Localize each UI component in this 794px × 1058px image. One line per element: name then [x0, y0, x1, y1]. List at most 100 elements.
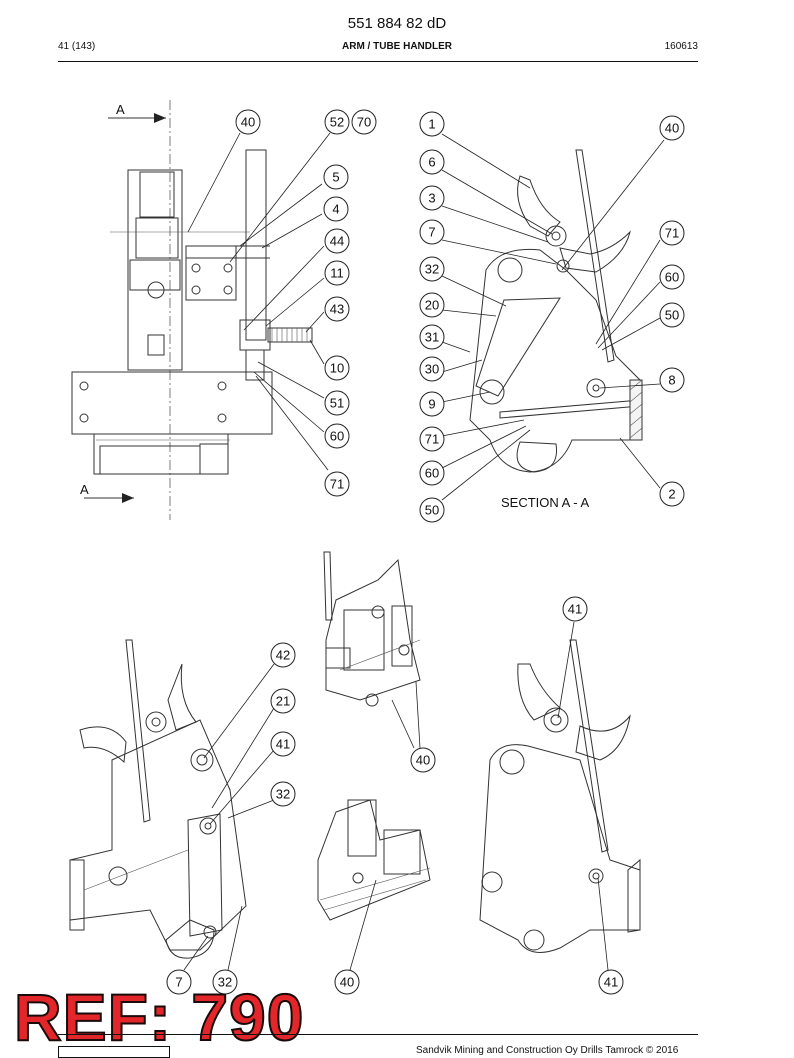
svg-text:41: 41 [568, 602, 582, 617]
callout-bubble: 71 [324, 471, 350, 497]
svg-text:32: 32 [276, 787, 290, 802]
callout-bubble: 41 [598, 969, 624, 995]
callout-bubble: 52 [324, 109, 350, 135]
callout-bubble: 60 [659, 264, 685, 290]
callout-bubble: 4 [323, 196, 349, 222]
callout-bubble: 31 [419, 324, 445, 350]
svg-text:7: 7 [175, 975, 182, 990]
brand-logo-box [58, 1046, 170, 1058]
left-isometric-view [69, 639, 247, 959]
svg-text:10: 10 [330, 361, 344, 376]
callout-bubble: 71 [419, 426, 445, 452]
callout-bubble: 3 [419, 185, 445, 211]
svg-text:32: 32 [218, 975, 232, 990]
svg-text:2: 2 [668, 487, 675, 502]
callout-bubble: 11 [324, 260, 350, 286]
center-upper-isometric [323, 551, 421, 707]
svg-text:40: 40 [416, 753, 430, 768]
left-iso-callouts: 42 21 41 32 7 32 [166, 642, 296, 995]
svg-text:32: 32 [425, 262, 439, 277]
svg-text:3: 3 [428, 191, 435, 206]
svg-text:40: 40 [665, 121, 679, 136]
front-view: A A [71, 100, 313, 520]
callout-bubble: 32 [270, 781, 296, 807]
callout-bubble: 60 [324, 423, 350, 449]
callout-bubble: 21 [270, 688, 296, 714]
svg-text:41: 41 [276, 737, 290, 752]
callout-bubble: 51 [324, 390, 350, 416]
callout-bubble: 10 [324, 355, 350, 381]
callout-bubble: 6 [419, 149, 445, 175]
svg-text:4: 4 [332, 202, 339, 217]
section-view: SECTION A - A [469, 149, 643, 510]
section-marker-top: A [116, 102, 125, 117]
callout-bubble: 40 [235, 109, 261, 135]
callout-bubble: 7 [419, 219, 445, 245]
svg-text:7: 7 [428, 225, 435, 240]
page-number: 41 (143) [58, 41, 96, 52]
callout-bubble: 2 [659, 481, 685, 507]
svg-text:9: 9 [428, 397, 435, 412]
date-code: 160613 [664, 41, 698, 52]
svg-text:50: 50 [665, 308, 679, 323]
callout-bubble: 50 [419, 497, 445, 523]
svg-text:60: 60 [330, 429, 344, 444]
leader-lines [183, 132, 665, 971]
callout-bubble: 20 [419, 292, 445, 318]
callout-bubble: 32 [419, 256, 445, 282]
callout-bubble: 50 [659, 302, 685, 328]
callout-bubble: 60 [419, 460, 445, 486]
svg-text:30: 30 [425, 362, 439, 377]
callout-bubble: 41 [562, 596, 588, 622]
callout-bubble: 70 [351, 109, 377, 135]
section-title: ARM / TUBE HANDLER [342, 41, 452, 52]
svg-text:50: 50 [425, 503, 439, 518]
callout-bubble: 1 [419, 111, 445, 137]
svg-text:31: 31 [425, 330, 439, 345]
callout-bubble: 5 [323, 164, 349, 190]
document-number: 551 884 82 dD [347, 15, 447, 32]
callout-bubble: 9 [419, 391, 445, 417]
svg-text:5: 5 [332, 170, 339, 185]
callout-bubble: 41 [270, 731, 296, 757]
center-iso-callouts: 40 40 [334, 747, 436, 995]
svg-text:71: 71 [665, 226, 679, 241]
svg-text:11: 11 [330, 266, 344, 281]
svg-text:41: 41 [604, 975, 618, 990]
svg-text:20: 20 [425, 298, 439, 313]
svg-text:71: 71 [330, 477, 344, 492]
section-caption: SECTION A - A [501, 495, 589, 510]
callout-bubble: 42 [270, 642, 296, 668]
svg-text:71: 71 [425, 432, 439, 447]
svg-text:60: 60 [665, 270, 679, 285]
section-view-callouts: 1 40 6 3 71 7 60 32 20 50 31 30 8 9 71 6… [419, 111, 685, 523]
svg-text:40: 40 [241, 115, 255, 130]
footer-rule [58, 1034, 698, 1035]
center-lower-isometric [317, 799, 431, 921]
callout-bubble: 40 [334, 969, 360, 995]
svg-text:1: 1 [428, 117, 435, 132]
svg-text:51: 51 [330, 396, 344, 411]
right-isometric-view [479, 639, 641, 953]
svg-text:40: 40 [340, 975, 354, 990]
section-marker-bottom: A [80, 482, 89, 497]
ref-stamp: REF: 790 [13, 980, 305, 1054]
svg-text:42: 42 [276, 648, 290, 663]
copyright-text: Sandvik Mining and Construction Oy Drill… [416, 1045, 679, 1056]
svg-text:52: 52 [330, 115, 344, 130]
callout-bubble: 40 [410, 747, 436, 773]
callout-bubble: 7 [166, 969, 192, 995]
callout-bubble: 32 [212, 969, 238, 995]
svg-text:6: 6 [428, 155, 435, 170]
callout-bubble: 40 [659, 115, 685, 141]
callout-bubble: 44 [324, 228, 350, 254]
svg-text:21: 21 [276, 694, 290, 709]
callout-bubble: 30 [419, 356, 445, 382]
header-rule [58, 61, 698, 62]
svg-text:44: 44 [330, 234, 344, 249]
callout-bubble: 71 [659, 220, 685, 246]
svg-text:43: 43 [330, 302, 344, 317]
callout-bubble: 8 [659, 367, 685, 393]
right-iso-callouts: 41 41 [562, 596, 624, 995]
